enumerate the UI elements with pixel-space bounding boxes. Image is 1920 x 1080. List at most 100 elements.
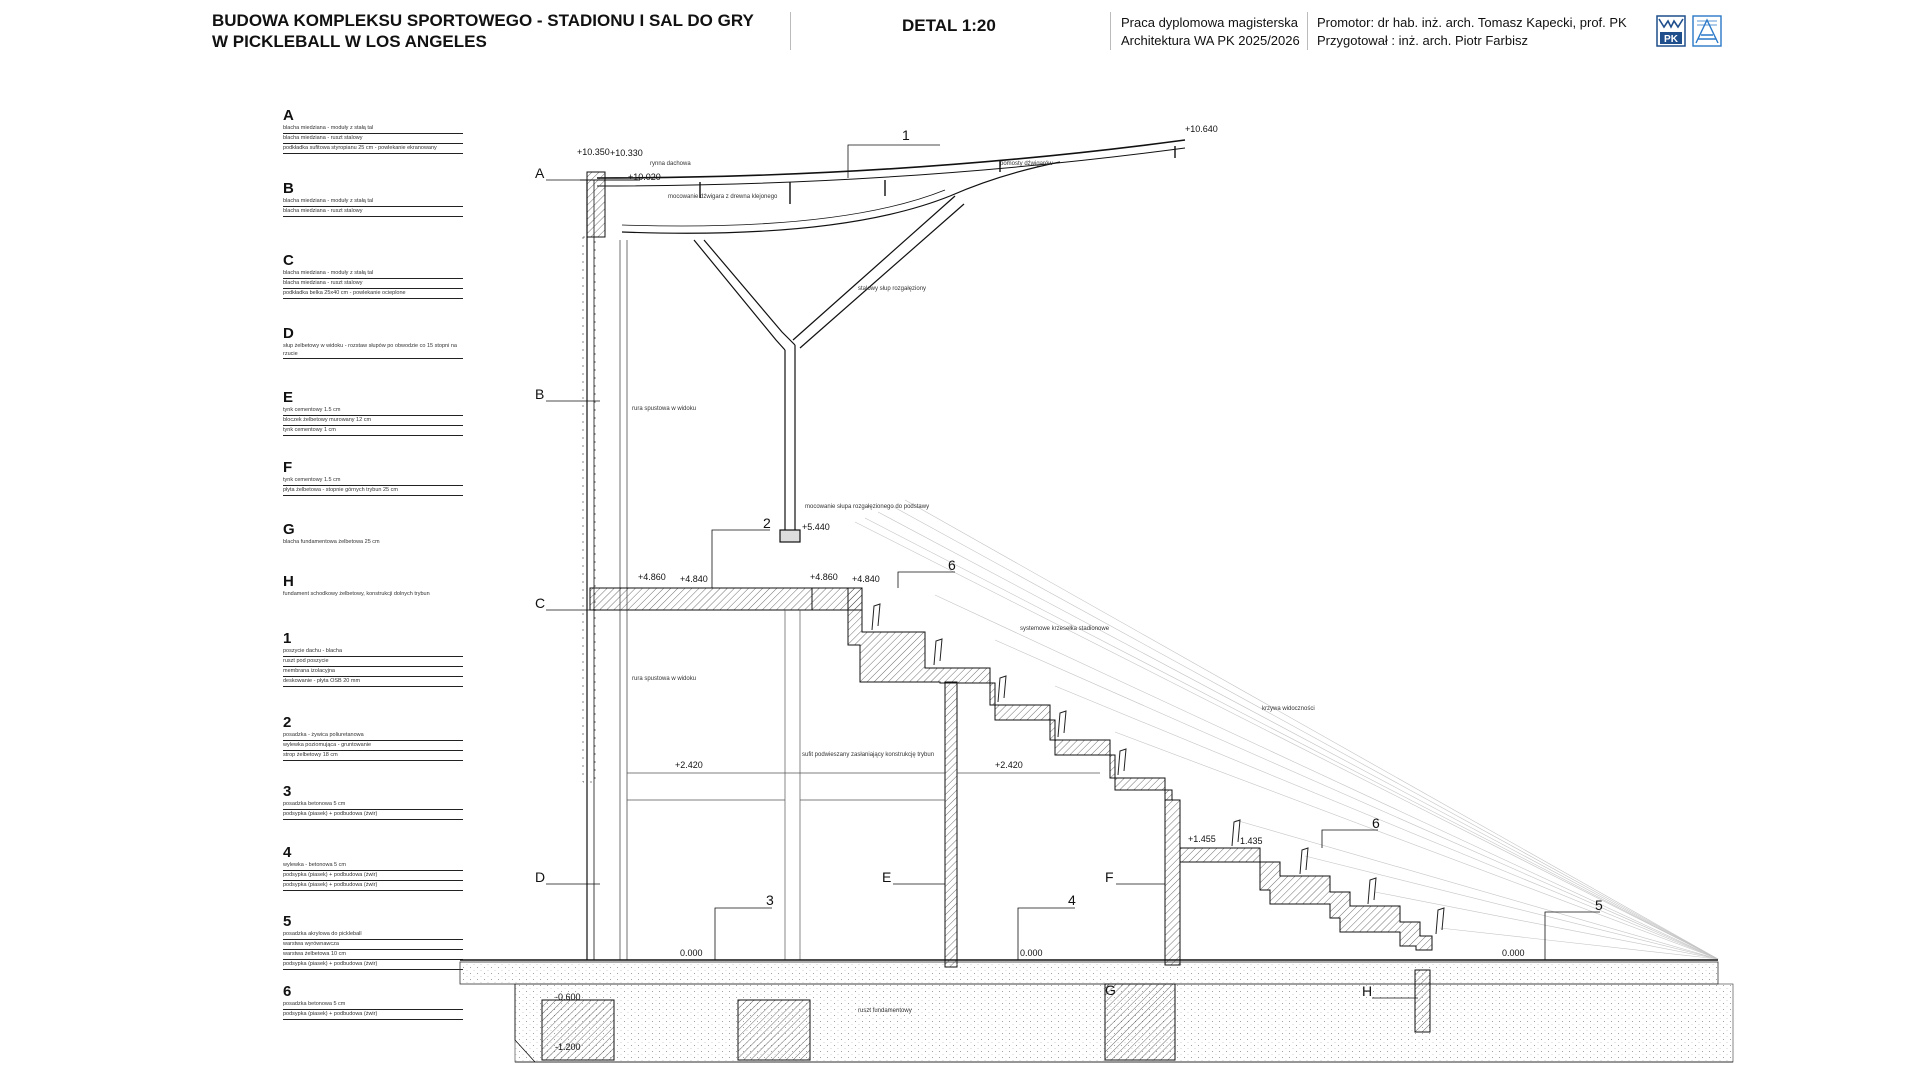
legend-line: blacha miedziana - moduły z stałą tal <box>283 269 463 279</box>
note-seats: systemowe krzesełka stadionowe <box>1020 626 1110 632</box>
note-column-mount: mocowanie słupa rozgałęzionego do podsta… <box>805 504 929 510</box>
legend-key: F <box>283 459 293 476</box>
title-divider <box>1307 12 1308 50</box>
legend-key: C <box>283 252 294 269</box>
legend-item-b: B blacha miedziana - moduły z stałą tal … <box>283 181 463 217</box>
level-label: +10.020 <box>628 172 661 182</box>
marker-b: B <box>535 386 544 402</box>
level-label: +4.840 <box>680 574 708 584</box>
level-label: 0.000 <box>1502 948 1525 958</box>
layer-number-4: 4 <box>1068 892 1076 908</box>
level-label: +10.350 <box>577 147 610 157</box>
level-label: +2.420 <box>675 760 703 770</box>
legend-line: wylewka - betonowa 5 cm <box>283 861 463 871</box>
marker-e: E <box>882 869 891 885</box>
legend-line: blacha fundamentowa żelbetowa 25 cm <box>283 539 380 545</box>
author-line: Przygotował : inż. arch. Piotr Farbisz <box>1317 33 1528 48</box>
note-roof: pomosty dźwigarów <box>1000 161 1053 167</box>
marker-g: G <box>1105 982 1116 998</box>
marker-f: F <box>1105 869 1114 885</box>
legend-key: 4 <box>283 844 292 861</box>
layer-number-6b: 6 <box>1372 815 1380 831</box>
legend-key: E <box>283 389 294 406</box>
legend-line: podkładka sufitowa styropianu 25 cm - po… <box>283 144 463 154</box>
steel-column <box>693 195 965 543</box>
credits: Promotor: dr hab. inż. arch. Tomasz Kape… <box>1317 14 1627 50</box>
level-label: +10.330 <box>610 148 643 158</box>
section-markers: A B C D E F G H <box>535 165 1418 999</box>
level-label: +4.860 <box>638 572 666 582</box>
note-ceiling: sufit podwieszany zasłaniający konstrukc… <box>802 752 934 758</box>
legend-line: blacha miedziana - ruszt stalowy <box>283 207 463 217</box>
legend-line: blacha miedziana - moduły z stałą tal <box>283 197 463 207</box>
legend-line: podkładka belka 25x40 cm - powlekanie oc… <box>283 289 463 299</box>
legend-item-d: D słup żelbetowy w widoku - rozstaw słup… <box>283 326 463 359</box>
sightline-fan <box>854 499 1719 960</box>
legend-key: 5 <box>283 913 292 930</box>
left-facade <box>582 171 628 960</box>
level-label: 0.000 <box>1020 948 1043 958</box>
legend-line: strop żelbetowy 18 cm <box>283 751 463 761</box>
marker-d: D <box>535 869 545 885</box>
legend-key: 6 <box>283 983 292 1000</box>
note-foundation: ruszt fundamentowy <box>858 1008 912 1014</box>
legend-line: blacha miedziana - ruszt stalowy <box>283 279 463 289</box>
project-title-line2: W PICKLEBALL W LOS ANGELES <box>212 32 487 51</box>
level-label: -0.600 <box>555 992 581 1002</box>
legend-line: podsypka (piasek) + podbudowa (żwir) <box>283 1010 463 1020</box>
thesis-line1: Praca dyplomowa magisterska <box>1121 15 1299 30</box>
legend-item-1: 1 poszycie dachu - blacha ruszt pod posz… <box>283 631 463 687</box>
legend-line: tynk cementowy 1 cm <box>283 426 463 436</box>
legend-key: A <box>283 107 294 124</box>
marker-a: A <box>535 165 545 181</box>
legend-line: membrana izolacyjna <box>283 667 463 677</box>
level-labels: +10.350 +10.330 +10.020 +10.640 +5.440 +… <box>555 124 1525 1052</box>
thesis-info: Praca dyplomowa magisterska Architektura… <box>1121 14 1300 50</box>
ground-and-foundation <box>459 959 1734 1063</box>
upper-deck <box>589 587 863 611</box>
legend-item-4: 4 wylewka - betonowa 5 cm podsypka (pias… <box>283 845 463 891</box>
legend-key: H <box>283 573 294 590</box>
layer-number-6: 6 <box>948 557 956 573</box>
level-label: +4.840 <box>852 574 880 584</box>
legend-item-c: C blacha miedziana - moduły z stałą tal … <box>283 253 463 299</box>
faculty-logo <box>1692 15 1722 47</box>
note-downpipe-1: rura spustowa w widoku <box>632 406 696 412</box>
legend-line: podsypka (piasek) + podbudowa (żwir) <box>283 960 463 970</box>
legend-line: tynk cementowy 1.5 cm <box>283 476 463 486</box>
annotations: rynna dachowa pomosty dźwigarów mocowani… <box>632 161 1315 1014</box>
level-label: 0.000 <box>680 948 703 958</box>
note-sightline: krzywa widoczności <box>1262 706 1315 712</box>
note-downpipe-2: rura spustowa w widoku <box>632 676 696 682</box>
layer-number-5: 5 <box>1595 897 1603 913</box>
legend-line: wylewka poziomująca - gruntowanie <box>283 741 463 751</box>
note-steel-column: stalowy słup rozgałęziony <box>858 286 926 292</box>
legend-line: tynk cementowy 1.5 cm <box>283 406 463 416</box>
legend-line: warstwa żelbetowa 10 cm <box>283 950 463 960</box>
legend-item-6: 6 posadzka betonowa 5 cm podsypka (piase… <box>283 984 463 1020</box>
legend-key: G <box>283 521 295 538</box>
legend-line: podsypka (piasek) + podbudowa (żwir) <box>283 881 463 891</box>
roof-structure <box>580 139 1186 234</box>
layer-number-2: 2 <box>763 515 771 531</box>
level-label: +1.455 <box>1188 834 1216 844</box>
legend-item-f: F tynk cementowy 1.5 cm płyta żelbetowa … <box>283 460 463 496</box>
level-label: 1.435 <box>1240 836 1263 846</box>
legend-line: rzucie <box>283 351 463 359</box>
legend-item-2: 2 posadzka - żywica poliuretanowa wylewk… <box>283 715 463 761</box>
title-divider <box>790 12 791 50</box>
wall-f <box>1164 799 1181 966</box>
legend-line: posadzka betonowa 5 cm <box>283 1000 463 1010</box>
legend-line: deskowanie - płyta OSB 20 mm <box>283 677 463 687</box>
legend-line: bloczek żelbetowy murowany 12 cm <box>283 416 463 426</box>
title-block: BUDOWA KOMPLEKSU SPORTOWEGO - STADIONU I… <box>0 0 1920 60</box>
note-roof-mount: mocowanie dźwigara z drewna klejonego <box>668 194 778 200</box>
stadium-seats <box>871 603 1445 935</box>
legend-key: B <box>283 180 294 197</box>
level-label: +5.440 <box>802 522 830 532</box>
marker-h: H <box>1362 983 1372 999</box>
legend-line: ruszt pod poszycie <box>283 657 463 667</box>
legend-key: D <box>283 325 294 342</box>
legend-key: 2 <box>283 714 292 731</box>
